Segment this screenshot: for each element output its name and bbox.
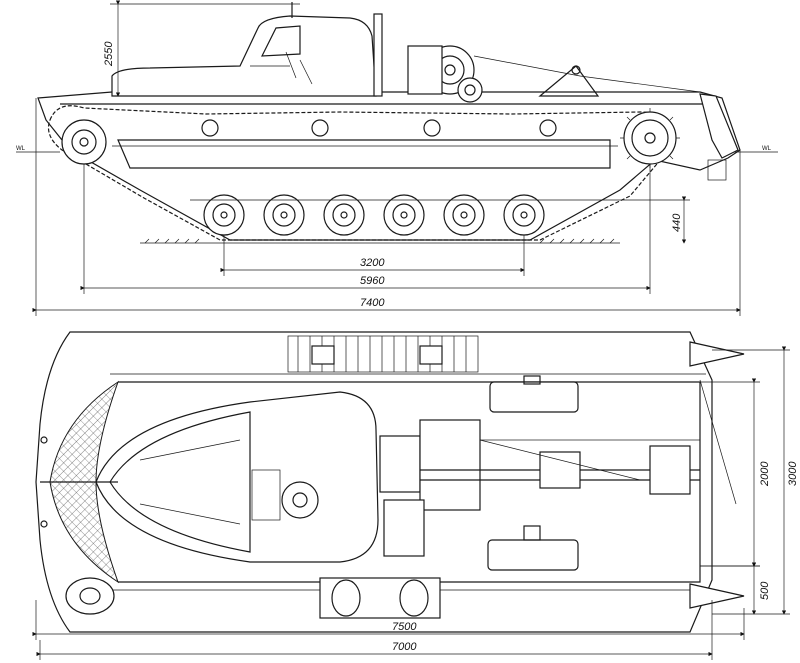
winch (407, 45, 483, 103)
svg-text:500: 500 (759, 581, 771, 600)
dim-height: 2550 (103, 0, 300, 97)
svg-text:7400: 7400 (360, 297, 385, 309)
svg-text:2000: 2000 (759, 461, 771, 487)
waterline-mark-right: WL (762, 146, 772, 152)
rear-trim-vane (699, 93, 739, 159)
return-rollers (201, 119, 557, 137)
cabin-roof-plan (95, 391, 379, 563)
dim-plan-width: 3000 (712, 346, 799, 615)
dim-plan-hull-length: 7000 (36, 600, 713, 660)
fuel-tank-top (489, 381, 579, 413)
dim-track-length: 5960 (80, 164, 651, 294)
svg-text:440: 440 (671, 213, 683, 232)
rear-vane-bottom (689, 583, 745, 609)
dim-clearance: 440 (560, 196, 690, 244)
drivetrain (379, 419, 701, 557)
waterline-mark-left: WL (16, 146, 26, 152)
track (47, 105, 675, 241)
track-plan-bottom (65, 577, 441, 619)
dim-wheelbase: 3200 (220, 235, 525, 276)
dim-plan-track-width: 500 (700, 562, 771, 615)
drive-sprocket (61, 119, 107, 165)
fuel-tank-bottom (487, 539, 579, 571)
svg-text:7000: 7000 (392, 641, 417, 653)
svg-text:3000: 3000 (787, 461, 799, 486)
plan-view: 2000 3000 500 7500 7000 (32, 331, 799, 660)
svg-text:7500: 7500 (392, 621, 417, 633)
rear-vane-top (689, 341, 745, 367)
cabin (111, 15, 377, 97)
ground-line (140, 238, 620, 244)
dim-plan-overall-length: 7500 (32, 600, 745, 640)
exhaust-pipe (373, 13, 383, 97)
svg-text:5960: 5960 (360, 275, 385, 287)
svg-text:2550: 2550 (103, 41, 115, 67)
road-wheels (203, 194, 545, 236)
track-plan-top (287, 335, 479, 373)
dim-overall-length-side: 7400 (32, 98, 741, 316)
side-view: WL WL (16, 0, 778, 316)
svg-text:3200: 3200 (360, 257, 385, 269)
